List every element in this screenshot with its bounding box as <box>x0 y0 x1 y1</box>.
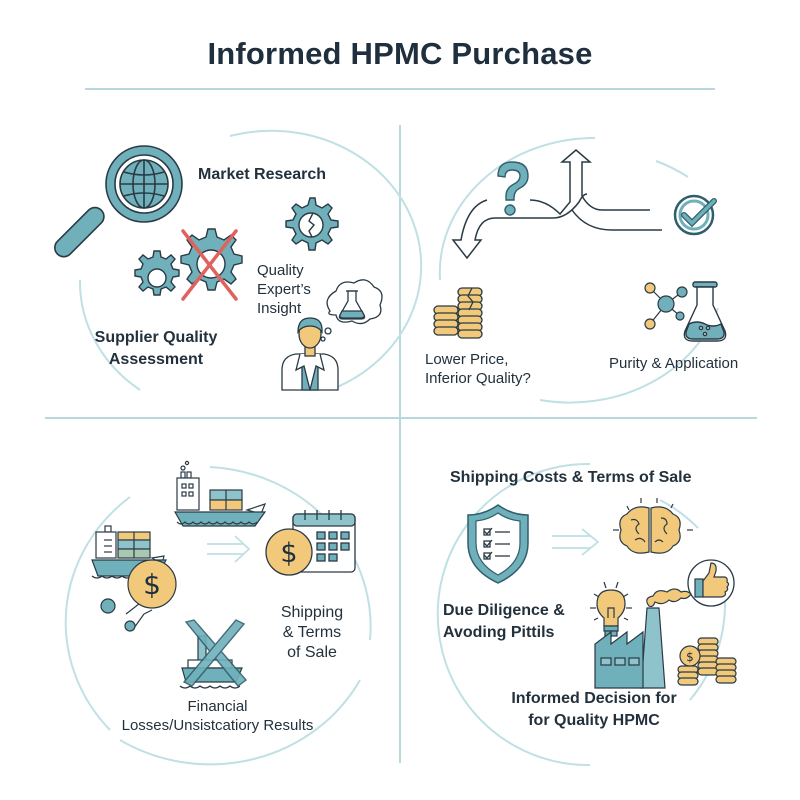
label-market-research: Market Research <box>198 166 327 183</box>
cargo-ship-icon <box>173 460 267 527</box>
shield-checklist-icon <box>467 504 529 584</box>
question-mark-icon <box>497 161 529 216</box>
label-lower-price: Lower Price, Inferior Quality? <box>425 351 531 387</box>
lightbulb-icon <box>590 581 632 637</box>
label-informed-decision: Informed Decision for for Quality HPMC <box>511 690 677 729</box>
title-underline <box>85 88 715 90</box>
page-title: Informed HPMC Purchase <box>207 36 593 71</box>
thumbs-up-icon <box>687 559 735 607</box>
label-financial-losses: Financial Losses/Unsistcatiory Results <box>121 698 314 734</box>
label-shipping-terms: Shipping & Terms of Sale <box>280 604 344 661</box>
check-circle-icon <box>673 194 717 236</box>
label-supplier-quality: Supplier Quality Assessment <box>94 329 218 368</box>
svg-text:$: $ <box>143 568 161 601</box>
label-due-diligence: Due Diligence & Avoding Pittils <box>443 602 565 641</box>
magnifier-globe-icon <box>54 145 183 258</box>
molecule-icon <box>644 282 688 330</box>
label-shipping-costs: Shipping Costs & Terms of Sale <box>450 469 692 486</box>
label-quality-expert: Quality Expert’s Insight <box>257 262 311 317</box>
dollar-calendar-icon: $ <box>265 510 356 576</box>
coin-stacks-icon: $ <box>677 637 737 686</box>
flask-icon <box>683 281 727 342</box>
arrow-right-icon <box>207 535 251 563</box>
broken-gear-icon <box>285 197 339 251</box>
diverging-arrows-icon <box>451 149 662 260</box>
factory-icon <box>594 588 692 689</box>
brain-icon <box>613 498 693 554</box>
gears-crossed-icon <box>134 228 243 301</box>
cargo-ship-dollar-icon: $ <box>91 525 177 632</box>
crossed-ship-icon <box>179 619 248 689</box>
svg-text:$: $ <box>280 538 297 569</box>
thought-flask-icon <box>320 279 383 342</box>
horizontal-divider <box>45 417 757 419</box>
label-purity-application: Purity & Application <box>609 355 739 372</box>
arrow-right-icon <box>552 528 600 556</box>
vertical-divider <box>399 125 401 763</box>
coin-stacks-icon <box>433 287 483 339</box>
scientist-icon <box>281 317 339 391</box>
svg-text:$: $ <box>686 650 694 664</box>
